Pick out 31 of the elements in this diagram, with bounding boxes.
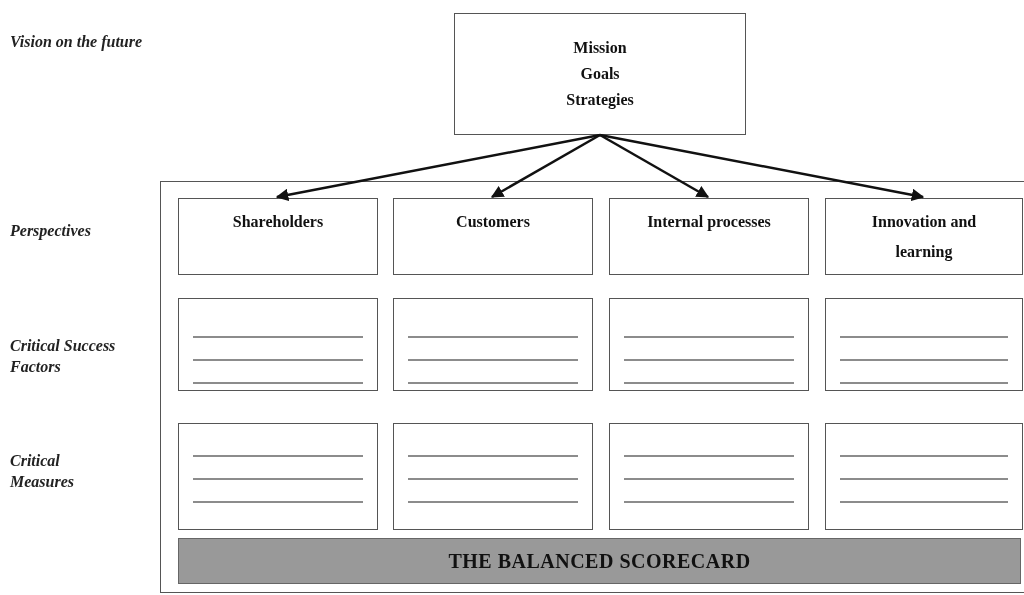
box-label: Innovation and learning — [870, 212, 978, 263]
arrow — [275, 133, 601, 201]
scorecard-frame — [160, 181, 1024, 593]
empty-box — [609, 423, 809, 530]
empty-box — [609, 298, 809, 391]
perspective-box — [393, 198, 593, 275]
perspective-box — [609, 198, 809, 275]
arrow — [490, 133, 601, 199]
arrow — [599, 133, 710, 199]
box-label: Customers — [455, 212, 531, 232]
empty-box — [178, 423, 378, 530]
arrow — [599, 133, 925, 201]
box-label: Mission — [573, 39, 627, 57]
empty-box — [825, 423, 1023, 530]
box-label: Goals — [580, 65, 620, 83]
box-label: Shareholders — [231, 212, 325, 232]
perspective-box — [178, 198, 378, 275]
empty-box — [825, 298, 1023, 391]
box-label: Strategies — [566, 91, 634, 109]
title-banner — [178, 538, 1021, 584]
row-label: Perspectives — [10, 221, 92, 242]
row-label: Critical Success Factors — [10, 336, 117, 377]
banner-title: THE BALANCED SCORECARD — [448, 549, 751, 573]
empty-box — [393, 298, 593, 391]
box-label: Internal processes — [646, 212, 772, 233]
empty-box — [393, 423, 593, 530]
perspective-box — [825, 198, 1023, 275]
row-label: Critical Measures — [10, 451, 75, 492]
empty-box — [178, 298, 378, 391]
strategy-box — [454, 13, 746, 135]
row-label: Vision on the future — [10, 32, 144, 53]
